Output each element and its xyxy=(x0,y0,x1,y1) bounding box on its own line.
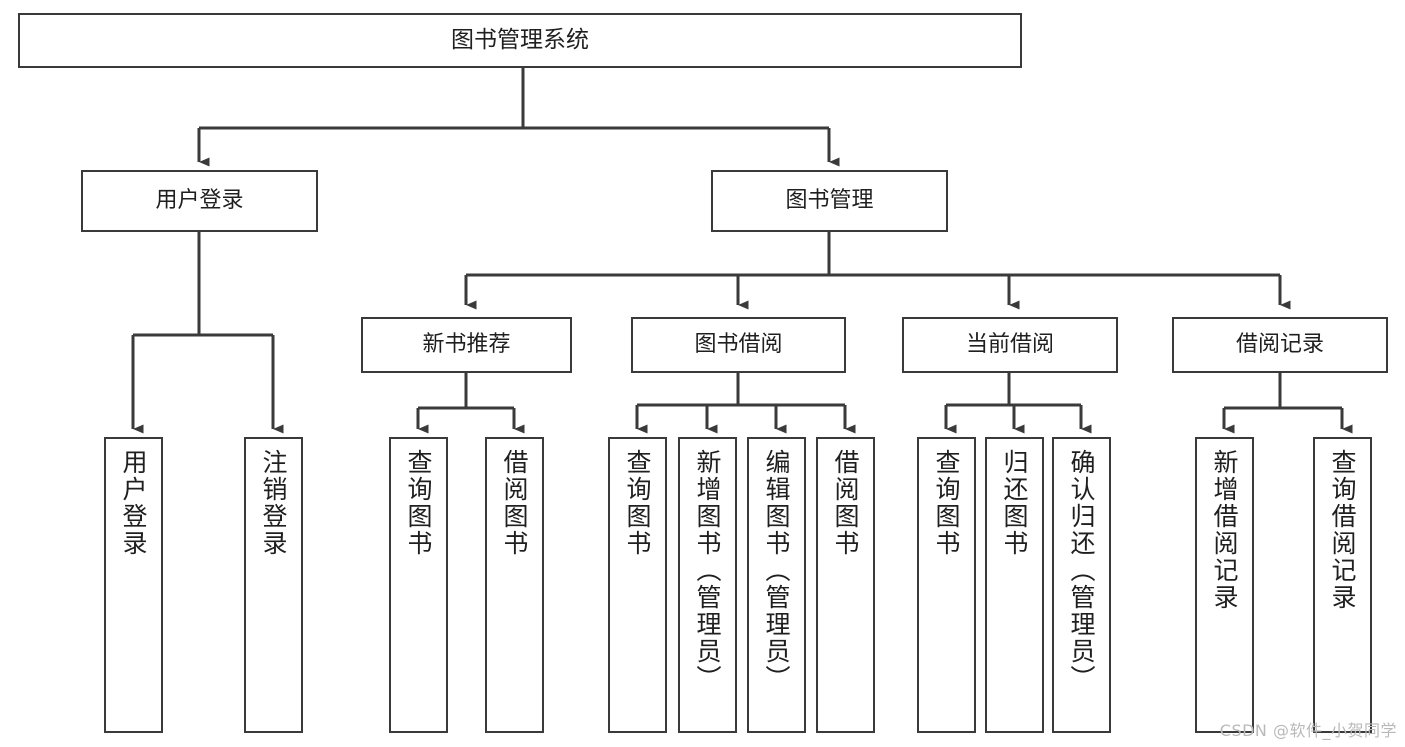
node-leaf-query-record-label: 查询借阅记录 xyxy=(1328,449,1357,611)
node-root[interactable]: 图书管理系统 xyxy=(18,13,1022,68)
node-book-management[interactable]: 图书管理 xyxy=(711,170,948,232)
node-leaf-confirm-return-label: 确认归还（管理员） xyxy=(1067,449,1096,692)
node-leaf-edit-book-label: 编辑图书（管理员） xyxy=(762,449,791,692)
node-leaf-borrow-book-1[interactable]: 借阅图书 xyxy=(485,437,544,733)
node-leaf-confirm-return[interactable]: 确认归还（管理员） xyxy=(1052,437,1111,733)
node-leaf-query-book-1-label: 查询图书 xyxy=(404,449,433,557)
node-leaf-add-record[interactable]: 新增借阅记录 xyxy=(1195,437,1254,733)
node-user-login-label: 用户登录 xyxy=(155,187,244,213)
node-book-management-label: 图书管理 xyxy=(785,187,874,213)
node-current-borrow-label: 当前借阅 xyxy=(965,331,1054,357)
node-leaf-add-record-label: 新增借阅记录 xyxy=(1210,449,1239,611)
node-leaf-add-book[interactable]: 新增图书（管理员） xyxy=(678,437,737,733)
node-leaf-return-book[interactable]: 归还图书 xyxy=(985,437,1044,733)
node-leaf-query-book-3[interactable]: 查询图书 xyxy=(917,437,976,733)
node-leaf-user-login-label: 用户登录 xyxy=(119,449,148,557)
node-current-borrow[interactable]: 当前借阅 xyxy=(902,317,1118,373)
node-book-borrow-label: 图书借阅 xyxy=(694,331,783,357)
node-leaf-logout-login-label: 注销登录 xyxy=(259,449,288,557)
node-borrow-record[interactable]: 借阅记录 xyxy=(1172,317,1388,373)
node-borrow-record-label: 借阅记录 xyxy=(1235,331,1324,357)
node-leaf-query-book-1[interactable]: 查询图书 xyxy=(389,437,448,733)
node-leaf-borrow-book-2[interactable]: 借阅图书 xyxy=(816,437,875,733)
node-leaf-add-book-label: 新增图书（管理员） xyxy=(693,449,722,692)
node-leaf-edit-book[interactable]: 编辑图书（管理员） xyxy=(747,437,806,733)
node-user-login[interactable]: 用户登录 xyxy=(81,170,318,232)
node-leaf-query-record[interactable]: 查询借阅记录 xyxy=(1313,437,1372,733)
node-leaf-borrow-book-1-label: 借阅图书 xyxy=(500,449,529,557)
node-leaf-query-book-2-label: 查询图书 xyxy=(623,449,652,557)
node-root-label: 图书管理系统 xyxy=(451,27,589,54)
node-leaf-query-book-2[interactable]: 查询图书 xyxy=(608,437,667,733)
node-leaf-user-login[interactable]: 用户登录 xyxy=(104,437,163,733)
node-leaf-logout-login[interactable]: 注销登录 xyxy=(244,437,303,733)
node-leaf-borrow-book-2-label: 借阅图书 xyxy=(831,449,860,557)
node-book-borrow[interactable]: 图书借阅 xyxy=(631,317,846,373)
node-new-book-recommend[interactable]: 新书推荐 xyxy=(361,317,572,373)
node-new-book-recommend-label: 新书推荐 xyxy=(422,331,511,357)
node-leaf-query-book-3-label: 查询图书 xyxy=(932,449,961,557)
node-leaf-return-book-label: 归还图书 xyxy=(1000,449,1029,557)
